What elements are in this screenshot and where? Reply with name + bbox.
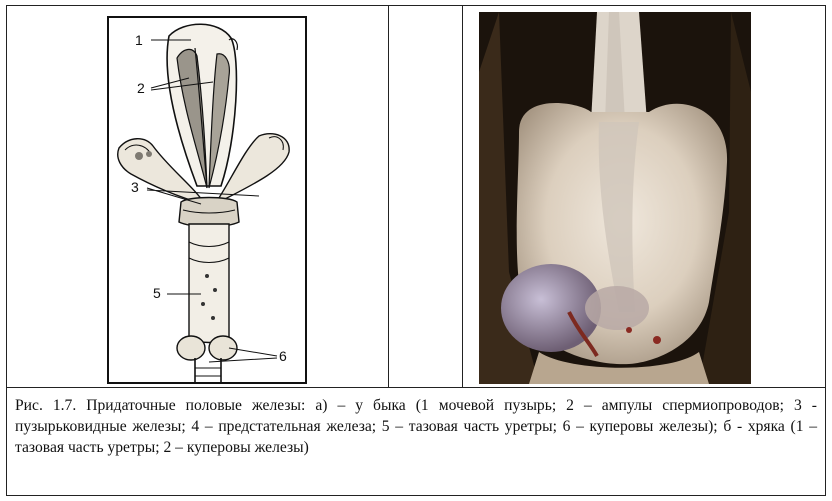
bulbourethral-gland-right [209, 336, 237, 360]
drawing-svg: 1 2 3 5 6 [109, 18, 305, 382]
drawing-label-6: 6 [279, 348, 287, 364]
figure-cell-a: 1 2 3 5 6 [7, 6, 389, 387]
anatomical-drawing-bull: 1 2 3 5 6 [107, 16, 307, 384]
drawing-label-1: 1 [135, 32, 143, 48]
pelvic-urethra [189, 224, 229, 343]
drawing-label-3: 3 [131, 179, 139, 195]
figure-cell-spacer [389, 6, 463, 387]
figure-caption: Рис. 1.7. Придаточные половые железы: а)… [7, 389, 825, 495]
boar-specimen-photo [479, 12, 751, 384]
drawing-label-2: 2 [137, 80, 145, 96]
figure-table: 1 2 3 5 6 [6, 5, 826, 496]
drawing-label-5: 5 [153, 285, 161, 301]
figure-images-row: 1 2 3 5 6 [7, 6, 825, 388]
figure-cell-b [463, 6, 825, 387]
prostate-gland [179, 198, 239, 227]
bulbourethral-gland-left [177, 336, 205, 360]
photo-svg [479, 12, 751, 384]
